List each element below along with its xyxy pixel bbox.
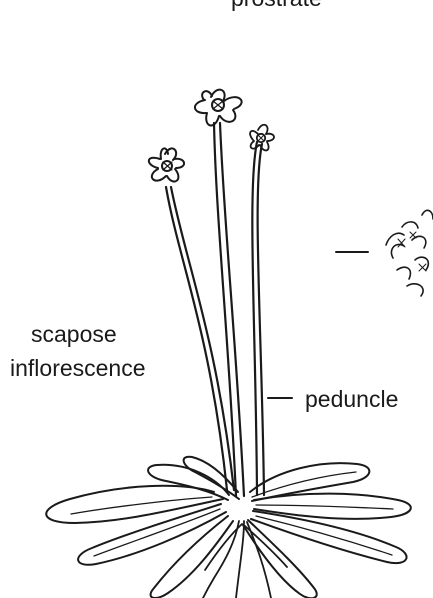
leaf-right-lower-midrib xyxy=(256,516,392,555)
scape-right xyxy=(252,142,264,495)
flower-left-icon xyxy=(149,148,184,181)
leaf-right-up xyxy=(250,463,369,501)
basal-rosette xyxy=(46,457,411,598)
flower-middle-icon xyxy=(195,90,242,126)
leaf-right-outer-midrib xyxy=(256,505,393,509)
peduncle-label: peduncle xyxy=(305,385,398,413)
top-partial-label: prostrate xyxy=(231,0,322,12)
leaf-left-lower-midrib xyxy=(94,509,220,556)
scapose-label-line2: inflorescence xyxy=(10,354,146,382)
roots xyxy=(203,521,287,598)
leaf-left-bottom xyxy=(151,516,233,598)
prostrate-plant-fragment-icon xyxy=(386,210,433,296)
scape-middle xyxy=(214,123,244,496)
scapose-label-line1: scapose xyxy=(31,320,117,348)
scape-left xyxy=(166,187,234,490)
